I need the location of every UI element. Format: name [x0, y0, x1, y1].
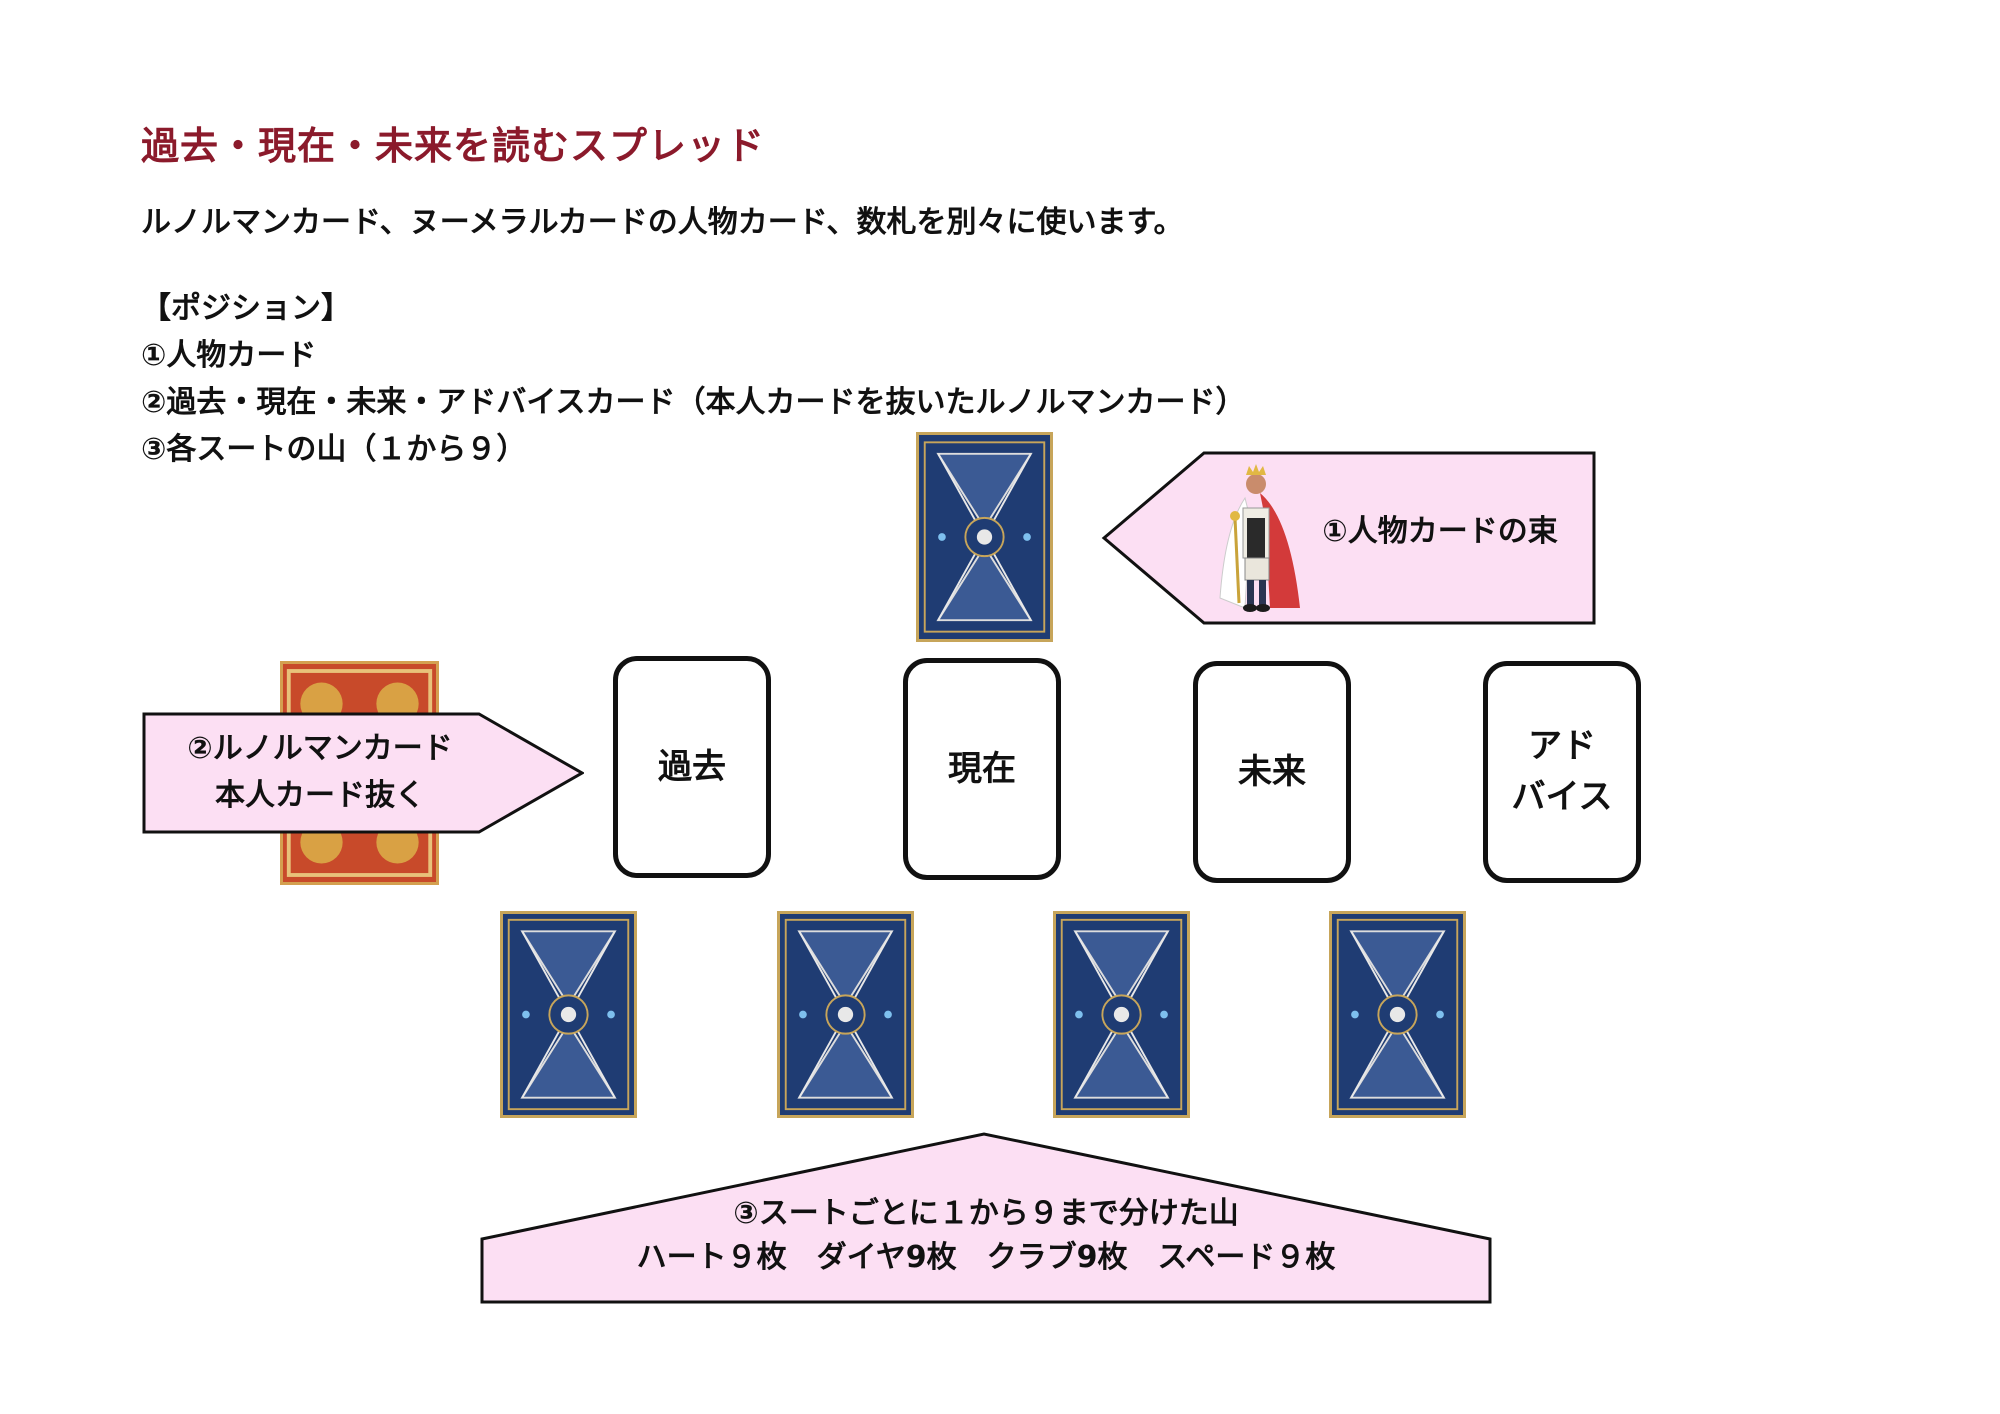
suit-piles-label-2: ハート９枚 ダイヤ9枚 クラブ9枚 スペード９枚 [636, 1240, 1336, 1275]
lenormand-callout [142, 712, 584, 834]
slot-future-label: 未来 [1238, 751, 1306, 792]
slot-advice-line-2: バイス [1511, 777, 1613, 817]
intro-text: ルノルマンカード、ヌーメラルカードの人物カード、数札を別々に使います。 [141, 205, 1184, 240]
slot-future: 未来 [1193, 661, 1351, 883]
people-deck-card [916, 432, 1053, 642]
position-1: ①人物カード [141, 338, 317, 373]
slot-present: 現在 [903, 658, 1061, 880]
slot-advice: アド バイス [1483, 661, 1641, 883]
ornate-card-back-icon [923, 441, 1046, 633]
people-deck-label: ①人物カードの束 [1322, 514, 1558, 549]
slot-past-label: 過去 [658, 746, 726, 787]
lenormand-label-2: 本人カード抜く [215, 778, 425, 813]
suit-pile-2 [777, 911, 914, 1118]
slot-advice-line-1: アド [1527, 726, 1596, 766]
suit-piles-callout [480, 1132, 1492, 1304]
slot-advice-label: アド バイス [1512, 721, 1613, 823]
ornate-card-back-icon [1060, 918, 1183, 1111]
slot-past: 過去 [613, 656, 771, 878]
ornate-card-back-icon [784, 918, 907, 1111]
ornate-card-back-icon [1336, 918, 1459, 1111]
suit-piles-label-1: ③スートごとに１から９まで分けた山 [733, 1196, 1239, 1231]
slot-present-label: 現在 [948, 748, 1016, 789]
suit-pile-3 [1053, 911, 1190, 1118]
position-2: ②過去・現在・未来・アドバイスカード（本人カードを抜いたルノルマンカード） [141, 385, 1246, 420]
suit-pile-1 [500, 911, 637, 1118]
page-title: 過去・現在・未来を読むスプレッド [141, 124, 766, 168]
position-3: ③各スートの山（１から９） [141, 432, 527, 467]
king-figure-icon [1205, 458, 1305, 618]
positions-heading: 【ポジション】 [141, 291, 351, 326]
ornate-card-back-icon [507, 918, 630, 1111]
suit-pile-4 [1329, 911, 1466, 1118]
lenormand-label-1: ②ルノルマンカード [187, 731, 453, 766]
